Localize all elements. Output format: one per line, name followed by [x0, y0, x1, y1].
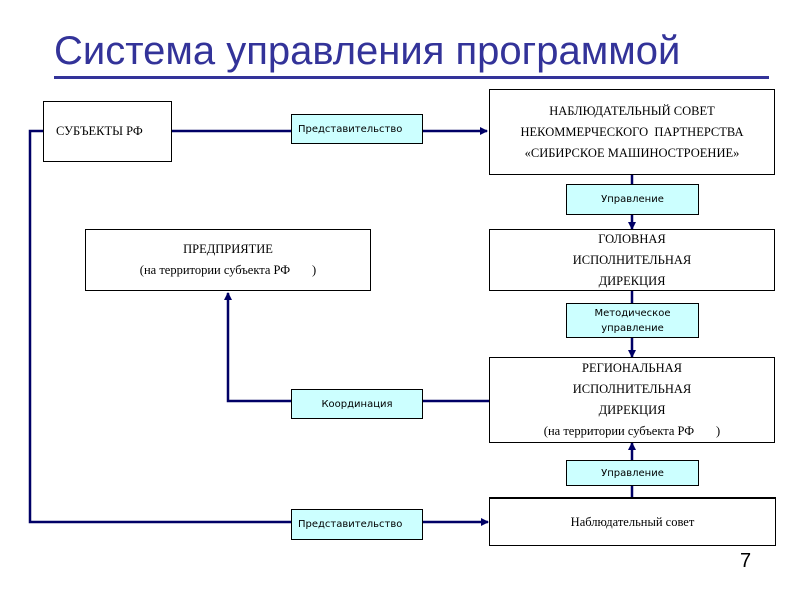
text-line: ИСПОЛНИТЕЛЬНАЯ: [572, 252, 692, 267]
text-line: Представительство: [298, 519, 403, 530]
text-line: (на территории субъекта РФ ): [543, 424, 721, 438]
text-line: Методическое: [594, 307, 671, 319]
representation-label-bottom: Представительство: [291, 509, 423, 540]
text-line: ПРЕДПРИЯТИЕ: [183, 242, 273, 256]
management-label-bottom: Управление: [566, 460, 699, 486]
head-directorate-box: ГОЛОВНАЯ ИСПОЛНИТЕЛЬНАЯ ДИРЕКЦИЯ: [489, 229, 775, 291]
text-line: ДИРЕКЦИЯ: [598, 273, 666, 288]
connector-coordination-to-enterprise: [224, 292, 291, 403]
page-number: 7: [740, 550, 752, 572]
supervisory-council-box: Наблюдательный совет: [489, 497, 776, 546]
text-line: ГОЛОВНАЯ: [598, 231, 666, 246]
text-line: СУБЪЕКТЫ РФ: [56, 124, 143, 138]
coordination-label: Координация: [291, 389, 423, 419]
text-line: НАБЛЮДАТЕЛЬНЫЙ СОВЕТ: [549, 103, 715, 118]
text-line: НЕКОММЕРЧЕСКОГО ПАРТНЕРСТВА: [520, 124, 744, 139]
subjects-rf-box: СУБЪЕКТЫ РФ: [43, 101, 172, 162]
regional-directorate-box: РЕГИОНАЛЬНАЯ ИСПОЛНИТЕЛЬНАЯ ДИРЕКЦИЯ (на те…: [489, 357, 775, 443]
text-line: РЕГИОНАЛЬНАЯ: [582, 361, 682, 375]
text-line: управление: [601, 322, 664, 334]
text-line: Координация: [321, 398, 393, 410]
text-line: Представительство: [298, 123, 403, 135]
methodical-management-label: Методическое управление: [566, 303, 699, 338]
connector-subjects-left-rail: [28, 129, 291, 524]
supervisory-council-np-box: НАБЛЮДАТЕЛЬНЫЙ СОВЕТ НЕКОММЕРЧЕСКОГО ПАРТ…: [489, 89, 775, 175]
representation-label-top: Представительство: [291, 114, 423, 144]
slide-title: Система управления программой: [54, 26, 769, 79]
text-line: Наблюдательный совет: [570, 514, 695, 529]
text-line: ИСПОЛНИТЕЛЬНАЯ: [572, 382, 692, 396]
text-line: «СИБИРСКОЕ МАШИНОСТРОЕНИЕ»: [524, 145, 740, 160]
text-line: ДИРЕКЦИЯ: [598, 403, 666, 417]
text-line: Управление: [601, 194, 664, 205]
text-line: (на территории субъекта РФ ): [139, 263, 317, 277]
management-label-top: Управление: [566, 184, 699, 215]
enterprise-box: ПРЕДПРИЯТИЕ (на территории субъекта РФ ): [85, 229, 371, 291]
text-line: Управление: [601, 467, 664, 479]
